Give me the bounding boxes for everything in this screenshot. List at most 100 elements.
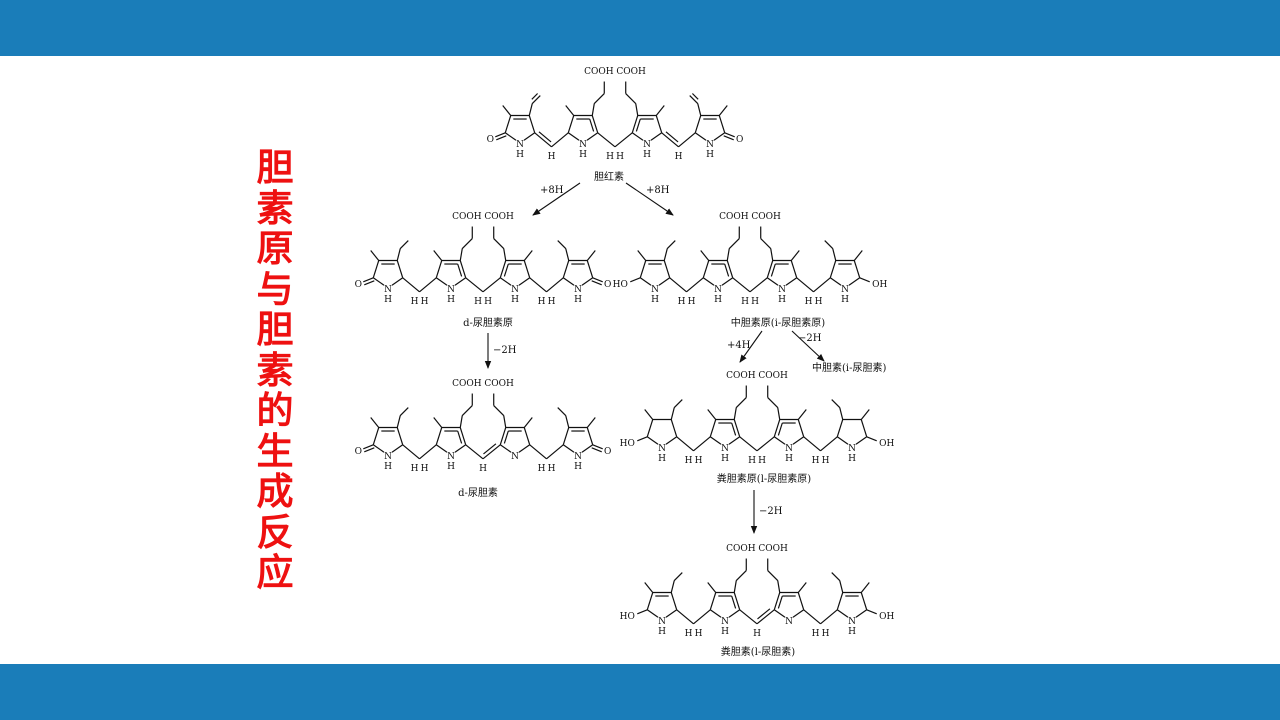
bond bbox=[534, 132, 552, 148]
bond bbox=[707, 409, 717, 420]
bond bbox=[735, 570, 747, 581]
bond bbox=[457, 430, 463, 444]
bond bbox=[504, 115, 512, 133]
bond bbox=[670, 419, 678, 437]
bond bbox=[635, 103, 639, 116]
header-band bbox=[0, 0, 1280, 56]
ring-nitrogen: N bbox=[447, 452, 455, 462]
bond bbox=[790, 250, 800, 261]
bond bbox=[707, 582, 717, 593]
bond bbox=[399, 407, 409, 416]
bridge-hydrogen: H bbox=[822, 629, 830, 639]
bond bbox=[644, 409, 654, 420]
bond bbox=[637, 250, 647, 261]
bond bbox=[503, 263, 509, 277]
bond bbox=[435, 277, 448, 286]
carboxyl-groups-label: COOH COOH bbox=[452, 379, 514, 389]
bond bbox=[673, 572, 683, 581]
bridge-hydrogen: H bbox=[812, 629, 820, 639]
bond bbox=[756, 436, 775, 452]
nh-hydrogen: H bbox=[721, 454, 729, 464]
label-bilirubin: 胆红素 bbox=[594, 170, 624, 183]
bond bbox=[531, 93, 539, 100]
bond bbox=[592, 277, 603, 283]
bond bbox=[829, 260, 837, 278]
hydroxyl-group: HO bbox=[613, 280, 628, 290]
bond bbox=[370, 250, 380, 261]
bond bbox=[673, 399, 683, 408]
bond bbox=[503, 248, 507, 261]
bridge-hydrogen: H bbox=[538, 297, 546, 307]
bond bbox=[709, 419, 717, 437]
bond bbox=[756, 609, 775, 625]
bond bbox=[839, 407, 844, 420]
bond bbox=[639, 277, 652, 286]
bond bbox=[529, 444, 547, 460]
bond bbox=[637, 609, 648, 615]
bond bbox=[586, 417, 596, 428]
arrow-bilirubin-to-d-urobilinogen bbox=[532, 182, 581, 216]
bond bbox=[586, 260, 594, 278]
bond bbox=[567, 132, 580, 141]
bond bbox=[824, 240, 834, 249]
bridge-hydrogen: H bbox=[484, 297, 492, 307]
bond bbox=[666, 240, 676, 249]
bond bbox=[831, 572, 841, 581]
nh-hydrogen: H bbox=[848, 627, 856, 637]
bond bbox=[363, 444, 374, 450]
bridge-hydrogen: H bbox=[805, 297, 813, 307]
nh-hydrogen: H bbox=[658, 627, 666, 637]
ring-nitrogen: N bbox=[516, 140, 524, 150]
bond bbox=[523, 427, 531, 445]
ring-nitrogen: N bbox=[658, 444, 666, 454]
bond bbox=[860, 419, 868, 437]
bond bbox=[855, 609, 868, 618]
nh-hydrogen: H bbox=[643, 150, 651, 160]
bond bbox=[777, 422, 783, 436]
bridge-hydrogen: H bbox=[822, 456, 830, 466]
bridge-hydrogen: H bbox=[421, 297, 429, 307]
bridge-hydrogen: H bbox=[688, 297, 696, 307]
bond bbox=[839, 580, 844, 593]
bond bbox=[723, 135, 734, 141]
bond bbox=[370, 417, 380, 428]
bridge-hydrogen: H bbox=[548, 152, 556, 162]
carbonyl-oxygen: O bbox=[604, 447, 611, 457]
bond bbox=[461, 238, 473, 249]
bond bbox=[518, 277, 531, 286]
bond bbox=[523, 260, 531, 278]
ring-nitrogen: N bbox=[447, 285, 455, 295]
bond bbox=[678, 132, 696, 148]
arrow-label-plus4h: +4H bbox=[727, 340, 751, 351]
bond bbox=[523, 250, 533, 261]
bond bbox=[646, 592, 654, 610]
bond bbox=[767, 397, 779, 408]
label-d-urobilinogen: d-尿胆素原 bbox=[463, 316, 513, 329]
bond bbox=[635, 118, 641, 132]
bond bbox=[597, 132, 616, 148]
carbonyl-oxygen: O bbox=[355, 447, 362, 457]
nh-hydrogen: H bbox=[778, 295, 786, 305]
nh-hydrogen: H bbox=[447, 295, 455, 305]
arrow-label-minus2h-d: −2H bbox=[493, 345, 517, 356]
hydroxyl-group: HO bbox=[620, 612, 635, 622]
bond bbox=[790, 260, 798, 278]
bond bbox=[435, 444, 448, 453]
bond bbox=[459, 260, 467, 278]
bond bbox=[364, 447, 375, 453]
bond bbox=[496, 135, 507, 141]
nh-hydrogen: H bbox=[384, 462, 392, 472]
bond bbox=[724, 263, 730, 277]
bond bbox=[718, 115, 726, 133]
bridge-hydrogen: H bbox=[685, 629, 693, 639]
bond bbox=[726, 248, 730, 261]
bond bbox=[797, 582, 807, 593]
bond bbox=[567, 115, 575, 133]
bond bbox=[435, 427, 443, 445]
nh-hydrogen: H bbox=[384, 295, 392, 305]
bond bbox=[724, 132, 735, 138]
bond bbox=[591, 280, 602, 286]
bond bbox=[644, 582, 654, 593]
